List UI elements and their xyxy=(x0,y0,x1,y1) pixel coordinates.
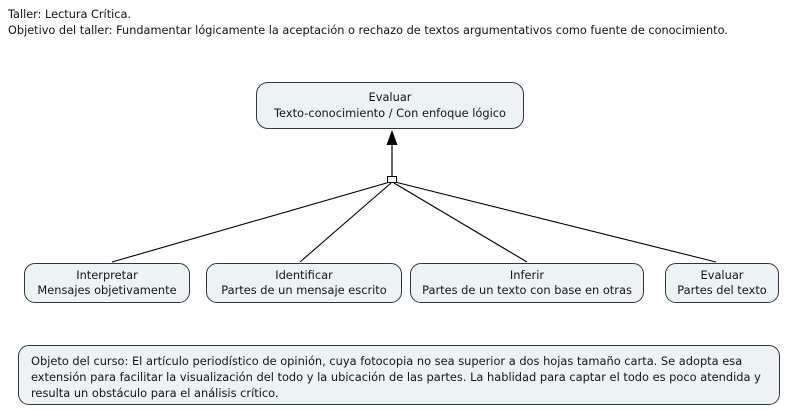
node-leaf-subtitle: Partes de un texto con base en otras xyxy=(422,283,632,297)
node-leaf-inferir[interactable]: Inferir Partes de un texto con base en o… xyxy=(410,263,644,303)
node-root-subtitle: Texto-conocimiento / Con enfoque lógico xyxy=(274,105,506,120)
node-leaf-title: Interpretar xyxy=(76,267,138,282)
node-leaf-evaluar-partes[interactable]: Evaluar Partes del texto xyxy=(665,263,779,303)
header-text-block: Taller: Lectura Crítica. Objetivo del ta… xyxy=(8,7,788,39)
node-leaf-title: Identificar xyxy=(275,267,333,282)
node-leaf-subtitle: Partes de un mensaje escrito xyxy=(221,283,387,297)
node-leaf-identificar[interactable]: Identificar Partes de un mensaje escrito xyxy=(206,263,402,303)
node-leaf-title: Inferir xyxy=(509,267,545,282)
node-leaf-title: Evaluar xyxy=(700,267,744,282)
connector-branch-2 xyxy=(393,182,528,263)
node-root-evaluar[interactable]: Evaluar Texto-conocimiento / Con enfoque… xyxy=(256,82,524,129)
arrow-up-icon xyxy=(386,130,398,145)
branch-junction-node[interactable] xyxy=(387,176,397,183)
connector-branch-0 xyxy=(111,181,391,263)
node-root-title: Evaluar xyxy=(368,90,412,104)
connector-branch-3 xyxy=(394,181,717,263)
connector-branch-1 xyxy=(299,182,392,263)
node-leaf-interpretar[interactable]: Interpretar Mensajes objetivamente xyxy=(24,263,190,303)
node-leaf-subtitle: Mensajes objetivamente xyxy=(37,283,177,297)
workshop-title: Taller: Lectura Crítica. xyxy=(8,8,131,21)
workshop-objective: Objetivo del taller: Fundamentar lógicam… xyxy=(8,24,728,37)
node-leaf-subtitle: Partes del texto xyxy=(677,283,767,297)
course-object-note-box[interactable]: Objeto del curso: El artículo periodísti… xyxy=(18,345,780,405)
course-object-note-text: Objeto del curso: El artículo periodísti… xyxy=(31,354,761,401)
